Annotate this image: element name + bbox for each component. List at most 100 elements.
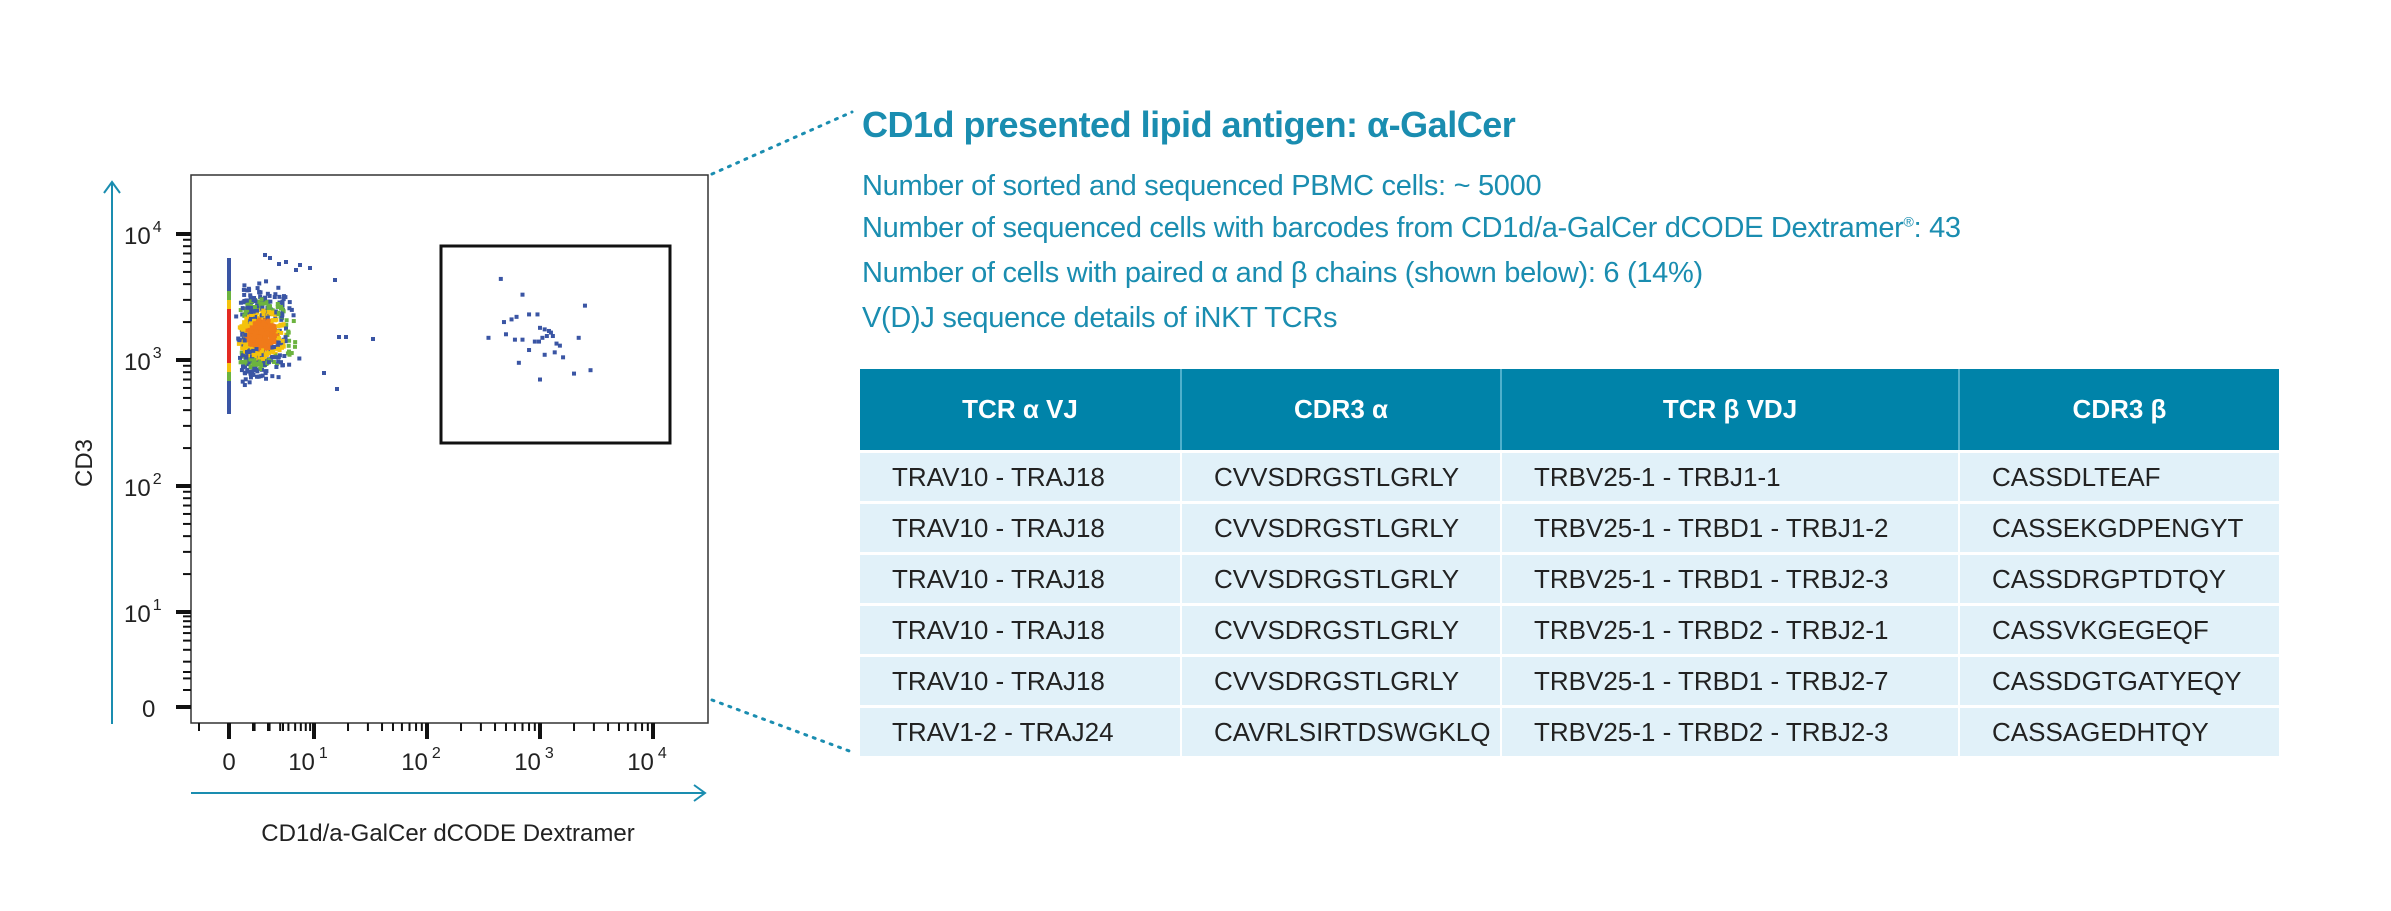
event-dot	[227, 390, 231, 393]
event-dot	[270, 354, 275, 359]
table-cell: CVVSDRGSTLGRLY	[1181, 654, 1502, 707]
event-dot	[265, 324, 270, 329]
event-dot	[260, 373, 265, 378]
event-dot	[245, 349, 250, 354]
gated-event-dot	[527, 348, 532, 353]
event-dot	[267, 309, 272, 314]
event-dot	[257, 352, 262, 357]
event-dot	[256, 374, 261, 379]
event-dot	[276, 336, 281, 341]
event-dot	[245, 337, 250, 342]
event-dot	[269, 334, 274, 339]
event-dot	[371, 337, 375, 341]
y-tick-base: 10	[124, 349, 151, 376]
event-dot	[254, 347, 259, 352]
gated-event-dot	[544, 334, 549, 339]
event-dot	[227, 393, 231, 396]
event-dot	[273, 314, 278, 319]
event-dot	[248, 303, 253, 308]
table-cell: CVVSDRGSTLGRLY	[1181, 450, 1502, 503]
event-dot	[255, 308, 260, 313]
event-dot	[256, 299, 261, 304]
event-dot	[227, 324, 231, 327]
x-tick-base: 10	[514, 749, 541, 776]
event-dot	[227, 396, 231, 399]
event-dot	[284, 318, 289, 323]
event-dot	[270, 310, 275, 315]
event-dot	[277, 328, 282, 333]
event-dot	[270, 374, 275, 379]
event-dot	[253, 325, 258, 330]
table-cell: TRAV10 - TRAJ18	[860, 552, 1182, 605]
column-header: CDR3 α	[1181, 369, 1502, 452]
event-dot	[252, 296, 257, 301]
event-dot	[244, 355, 249, 360]
gated-event-dot	[540, 335, 545, 340]
registered-mark: ®	[1903, 213, 1914, 230]
event-dot	[272, 295, 277, 300]
event-dot	[248, 329, 253, 334]
x-tick-exponent: 1	[319, 745, 328, 762]
column-header: CDR3 β	[1959, 369, 2279, 452]
event-dot	[245, 328, 250, 333]
event-dot	[227, 378, 231, 381]
event-dot	[243, 342, 248, 347]
y-axis-label: CD3	[71, 439, 98, 487]
event-dot	[270, 308, 275, 313]
event-dot	[227, 315, 231, 318]
event-dot	[262, 359, 267, 364]
event-dot	[263, 345, 268, 350]
event-dot	[251, 324, 256, 329]
event-dot	[262, 326, 267, 331]
event-dot	[245, 305, 250, 310]
event-dot	[227, 360, 231, 363]
event-dot	[257, 355, 262, 360]
gate-rectangle[interactable]	[439, 244, 672, 445]
event-dot	[280, 363, 285, 368]
event-dot	[282, 354, 287, 359]
event-dot	[236, 337, 241, 342]
event-dot	[284, 322, 289, 327]
event-dot	[266, 305, 271, 310]
event-dot	[274, 362, 279, 367]
column-header: TCR α VJ	[860, 369, 1182, 452]
event-dot	[276, 375, 281, 380]
event-dot	[227, 372, 231, 375]
event-dot	[279, 341, 284, 346]
gated-event-dot	[532, 339, 537, 344]
event-dot	[261, 298, 266, 303]
event-dot	[257, 367, 262, 372]
event-dot	[242, 338, 247, 343]
event-dot	[227, 318, 231, 321]
event-dot	[245, 321, 250, 326]
event-dot	[227, 366, 231, 369]
event-dot	[257, 289, 262, 294]
table-cell: TRBV25-1 - TRBD1 - TRBJ2-3	[1501, 552, 1960, 605]
gated-event-dot	[542, 352, 547, 357]
event-dot	[248, 295, 253, 300]
x-tick-label: 0	[222, 749, 235, 776]
event-dot	[227, 300, 231, 303]
event-dot	[252, 305, 257, 310]
event-dot	[240, 379, 245, 384]
event-dot	[247, 318, 252, 323]
gated-event-dot	[542, 327, 547, 332]
event-dot	[227, 375, 231, 378]
event-dot	[258, 315, 263, 320]
gated-event-dot	[588, 368, 593, 373]
event-dot	[264, 369, 269, 374]
table-cell: TRBV25-1 - TRBD2 - TRBJ2-3	[1501, 705, 1960, 756]
column-header: TCR β VDJ	[1501, 369, 1960, 452]
event-dot	[270, 329, 275, 334]
event-dot	[256, 328, 261, 333]
event-dot	[227, 282, 231, 285]
gated-event-dot	[516, 360, 521, 365]
event-dot	[252, 360, 257, 365]
table-cell: CVVSDRGSTLGRLY	[1181, 501, 1502, 554]
event-dot	[279, 330, 284, 335]
event-dot	[265, 315, 270, 320]
event-dot	[264, 376, 269, 381]
